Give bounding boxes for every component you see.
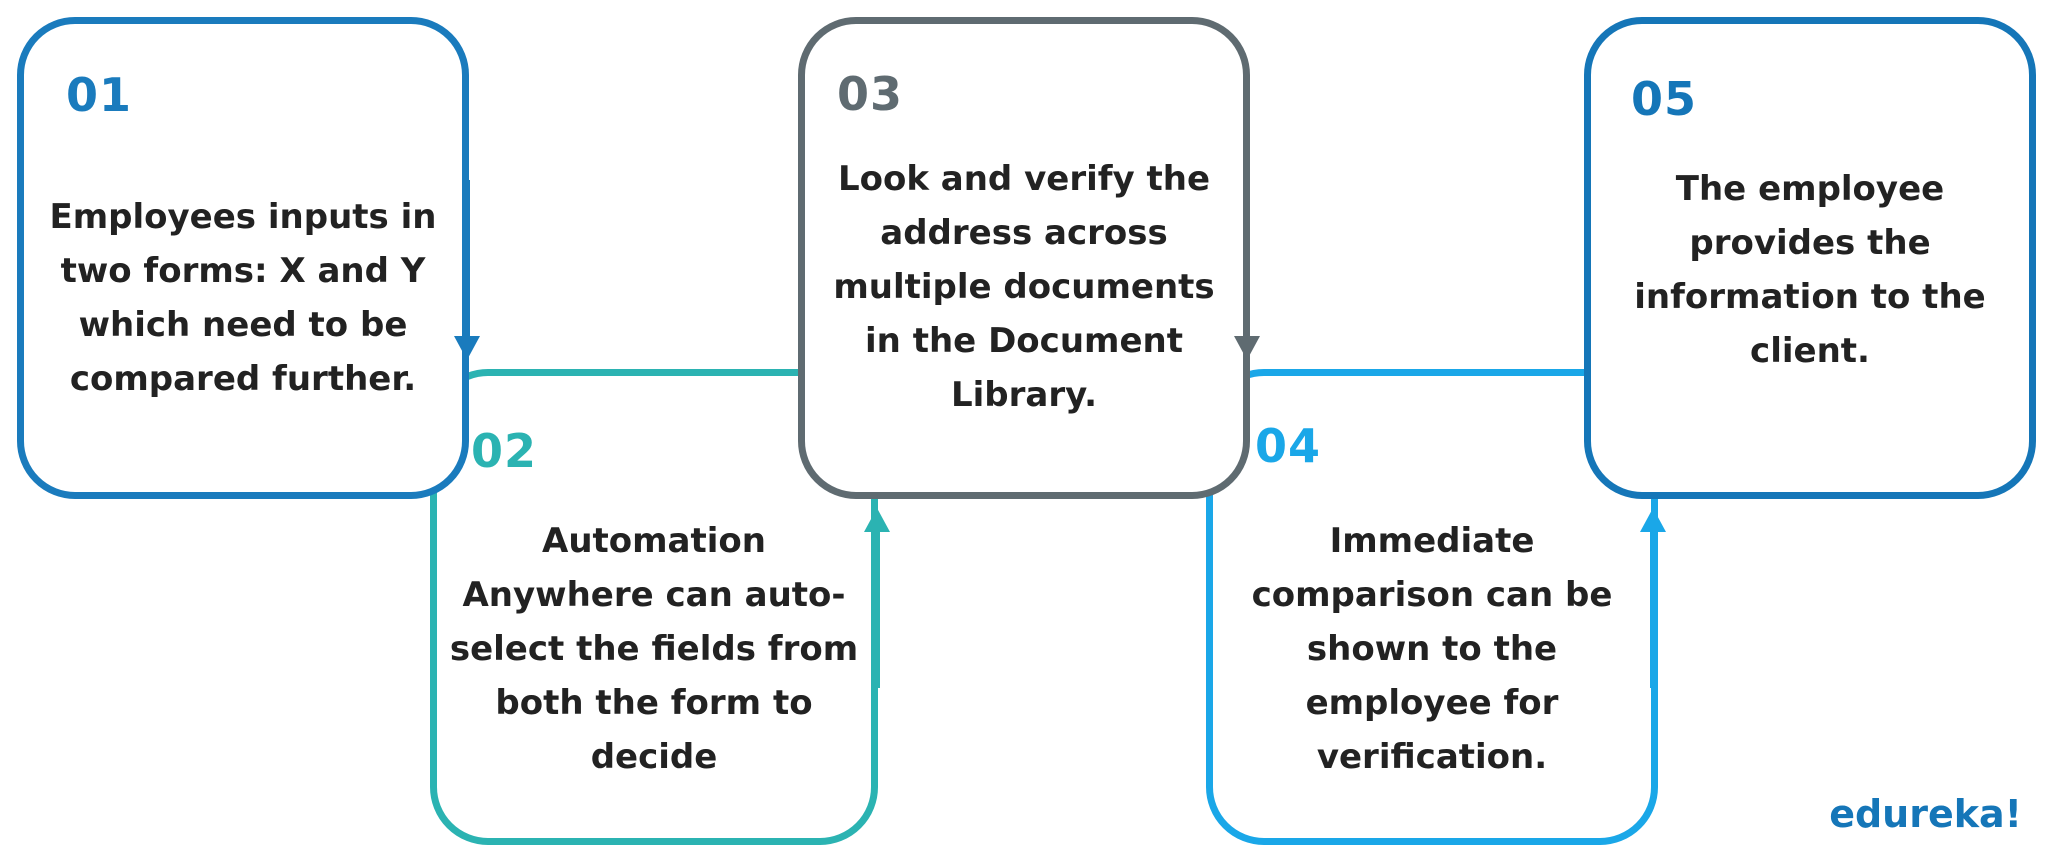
step-03-number: 03 (837, 67, 904, 121)
step-05-text: The employee provides the information to… (1634, 169, 1986, 371)
arrow-03-to-04 (1234, 180, 1260, 360)
step-05-card: 05 The employee provides the information… (1584, 17, 2036, 499)
step-02-number: 02 (471, 424, 538, 478)
step-02-text: Automation Anywhere can auto- select the… (449, 521, 859, 777)
step-05-number: 05 (1631, 72, 1698, 126)
step-03-text: Look and verify the address across multi… (833, 159, 1215, 415)
edureka-logo: edureka! (1829, 792, 2022, 836)
step-03-card: 03 Look and verify the address across mu… (798, 17, 1250, 499)
step-04-number: 04 (1255, 419, 1322, 473)
arrow-02-to-03 (864, 508, 890, 688)
arrow-04-to-05 (1640, 508, 1666, 688)
step-01-number: 01 (66, 68, 133, 122)
step-04-card: 04 Immediate comparison can be shown to … (1206, 369, 1658, 845)
step-01-text: Employees inputs in two forms: X and Y w… (49, 197, 437, 399)
step-04-text: Immediate comparison can be shown to the… (1251, 521, 1613, 777)
step-01-card: 01 Employees inputs in two forms: X and … (17, 17, 469, 499)
arrow-01-to-02 (454, 180, 480, 360)
